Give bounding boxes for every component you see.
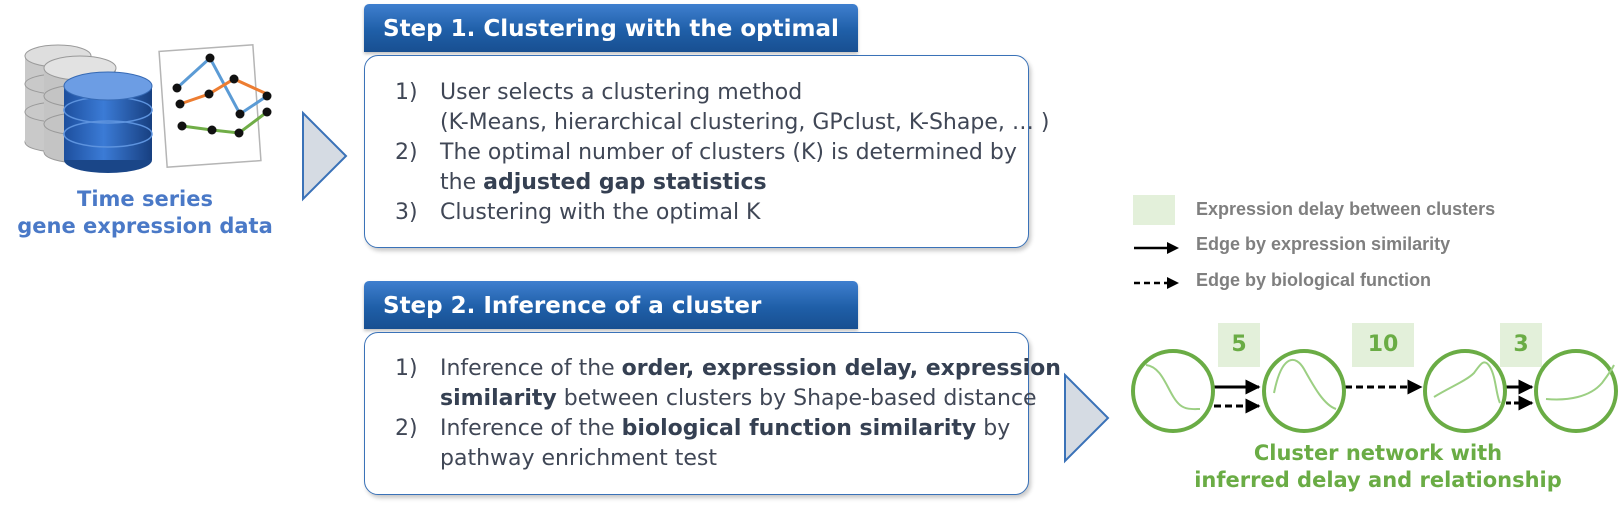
data-caption-line1: Time series	[77, 187, 213, 211]
step2-header: Step 2. Inference of a cluster network	[364, 281, 858, 369]
step1-item-2-line1: The optimal number of clusters (K) is de…	[440, 140, 1017, 165]
network-caption: Cluster network with inferred delay and …	[1138, 440, 1618, 494]
legend-delay-label: Expression delay between clusters	[1196, 199, 1496, 219]
cluster-network	[1131, 349, 1618, 433]
step2-item-2-line2: pathway enrichment test	[440, 446, 717, 471]
step2-item-2-num: 2)	[395, 416, 418, 441]
step2-item-1-line1-bold: order, expression delay, expression	[621, 356, 1061, 381]
step2-item-2-line1-pre: Inference of the	[440, 416, 622, 441]
legend-dashed-arrow-icon	[1134, 277, 1179, 289]
step1-item-2-line2: the adjusted gap statistics	[440, 168, 767, 198]
delay-label-3: 3	[1500, 323, 1542, 367]
step1-item-3-line1: Clustering with the optimal K	[440, 200, 761, 225]
step2-box: 1) Inference of the order, expression de…	[364, 332, 1061, 495]
line-chart-icon	[158, 44, 272, 168]
data-caption: Time series gene expression data	[10, 186, 280, 240]
network-caption-line2: inferred delay and relationship	[1194, 468, 1562, 492]
data-illustration	[24, 44, 272, 173]
data-caption-line2: gene expression data	[17, 214, 273, 238]
step2-item-1-line2-bold: similarity	[440, 386, 557, 411]
step1-item-2-line2-pre: the	[440, 170, 484, 195]
step1-item-3-num: 3)	[395, 200, 418, 225]
flow-arrow-2	[1064, 372, 1110, 464]
step2-item-2-line1-post: by	[976, 416, 1011, 441]
step1-item-1-num: 1)	[395, 80, 418, 105]
delay-label-2: 10	[1352, 323, 1414, 367]
step1-item-1-line2: (K-Means, hierarchical clustering, GPclu…	[440, 110, 1050, 135]
delay-label-1: 5	[1218, 323, 1260, 367]
step1-item-1-line1: User selects a clustering method	[440, 80, 803, 105]
flow-arrow-1	[302, 110, 348, 202]
step2-item-2-line1-bold: biological function similarity	[621, 416, 977, 441]
step2-item-1-line2: similarity between clusters by Shape-bas…	[440, 384, 1037, 414]
cluster-1	[1131, 349, 1215, 433]
legend-delay-swatch	[1133, 195, 1175, 225]
step2-item-1-line1: Inference of the order, expression delay…	[440, 354, 1061, 384]
cluster-3	[1423, 349, 1507, 433]
legend-similarity-label: Edge by expression similarity	[1196, 234, 1451, 254]
cluster-4	[1534, 349, 1618, 433]
legend-function-label: Edge by biological function	[1196, 270, 1432, 290]
step2-item-1-line1-pre: Inference of the	[440, 356, 622, 381]
legend-solid-arrow-icon	[1134, 242, 1179, 254]
step2-item-1-num: 1)	[395, 356, 418, 381]
step1-header: Step 1. Clustering with the optimal K	[364, 4, 858, 92]
step1-box: 1) User selects a clustering method (K-M…	[364, 55, 1049, 248]
adjusted-gap-statistics-term: adjusted gap statistics	[483, 170, 767, 195]
step2-item-2-line1: Inference of the biological function sim…	[440, 414, 1010, 444]
step1-item-2-num: 2)	[395, 140, 418, 165]
database-icon	[24, 44, 153, 173]
network-caption-line1: Cluster network with	[1253, 441, 1503, 465]
cluster-2	[1262, 349, 1346, 433]
step2-item-1-line2-post: between clusters by Shape-based distance	[556, 386, 1037, 411]
